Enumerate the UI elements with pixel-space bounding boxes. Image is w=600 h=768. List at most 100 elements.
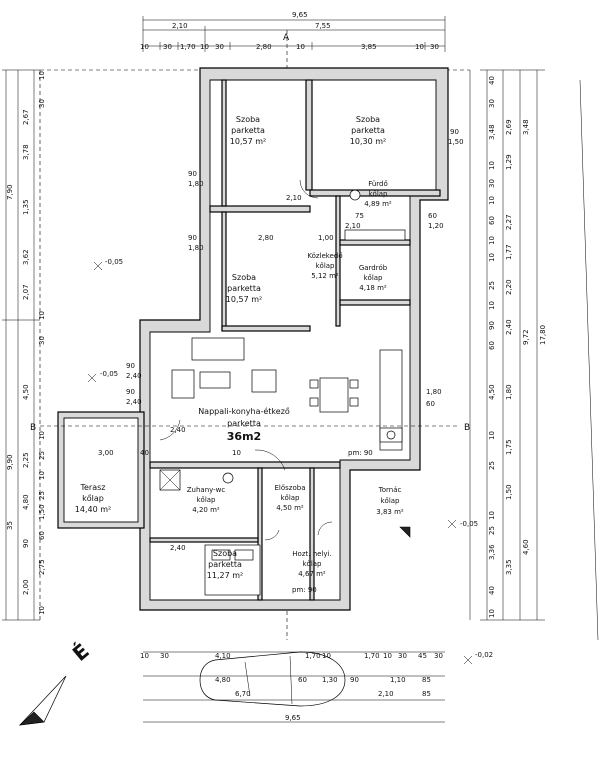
- toilet-bath: [349, 189, 361, 201]
- room-12-area: 4,67 m²: [298, 570, 326, 578]
- opening-180-a: 1,80: [188, 180, 204, 188]
- dim-right-inner-2: 2,27: [505, 214, 513, 230]
- dim-top-r2-5: 2,80: [256, 43, 272, 51]
- north-label: É: [68, 639, 94, 666]
- level-mark-3: -0,05: [460, 520, 478, 528]
- dim-right-inner-0: 2,69: [505, 119, 513, 135]
- dim-top-r2-6: 10: [296, 43, 305, 51]
- room-8-name: Zuhany-wc: [187, 486, 226, 494]
- dim-right-inner-6: 1,80: [505, 384, 513, 400]
- dim-right-small-5: 60: [488, 216, 496, 225]
- opening-labels: 90 1,80 90 1,80 2,80 2,10 75 2,10 1,00 6…: [98, 128, 464, 594]
- dim-right-small-2: 10: [488, 161, 496, 170]
- dim-right-inner-8: 4,50: [488, 384, 496, 400]
- dim-left-inner-3: 30: [38, 336, 46, 345]
- dim-bottom-total: 9,65: [285, 714, 301, 722]
- level-mark-2: -0,05: [100, 370, 118, 378]
- dim-right-inner-9: 1,50: [505, 484, 513, 500]
- dim-right-small-8: 25: [488, 281, 496, 290]
- dim-right-mid-2: 4,60: [522, 539, 530, 555]
- dim-left-mid-2: 1,35: [22, 199, 30, 215]
- room-10-name: Tornác: [378, 486, 402, 494]
- dim-right-small-4: 10: [488, 196, 496, 205]
- dim-left-inner-8: 1,50: [38, 504, 46, 520]
- room-4-name: Közlekedő: [307, 251, 342, 260]
- room-11-name: Szoba: [213, 549, 237, 558]
- dim-top-r2-7: 3,85: [361, 43, 377, 51]
- dim-left-mid-6: 2,25: [22, 452, 30, 468]
- opening-240-c: 2,40: [170, 426, 186, 434]
- opening-120-a: 1,20: [428, 222, 444, 230]
- dim-left-mid-5: 4,50: [22, 384, 30, 400]
- dim-bottom-r3-0: 6,70: [235, 690, 251, 698]
- kitchen-counter: [379, 349, 403, 451]
- dim-left-inner-9: 60: [38, 531, 46, 540]
- room-1-name: Szoba: [356, 115, 380, 124]
- dim-top-r2-2: 1,70: [180, 43, 196, 51]
- dim-left-mid-8: 35: [6, 521, 14, 530]
- room-9-name: Előszoba: [275, 483, 306, 492]
- room-7-name: Terasz: [79, 483, 105, 492]
- room-1-area: 10,30 m²: [350, 137, 386, 146]
- armchair: [171, 369, 195, 399]
- dim-left-inner-0: 10: [38, 71, 46, 80]
- room-5-name: Gardrób: [359, 264, 388, 272]
- dim-right-inner-10: 3,35: [505, 559, 513, 575]
- dim-right-inner-12: 3,36: [488, 544, 496, 560]
- room-0-floor: parketta: [231, 126, 265, 135]
- opening-90-e: 90: [126, 388, 135, 396]
- room-8-area: 4,20 m²: [192, 506, 220, 514]
- dim-left-inner-12: 10: [38, 606, 46, 615]
- dim-right-small-12: 10: [488, 431, 496, 440]
- dim-left-mid-7: 4,80: [22, 494, 30, 510]
- dining-table: [319, 377, 349, 413]
- dim-left-inner-4: 10: [38, 431, 46, 440]
- dim-bottom-r2-3: 90: [350, 676, 359, 684]
- dim-bottom-3: 1,70: [305, 652, 321, 660]
- dim-bottom-r2-2: 1,30: [322, 676, 338, 684]
- dim-top-r2-8: 10: [415, 43, 424, 51]
- sofa: [191, 337, 245, 361]
- dim-left-inner-11: 2,75: [38, 559, 46, 575]
- opening-90-a: 90: [188, 170, 197, 178]
- dim-bottom-r3-2: 85: [422, 690, 431, 698]
- opening-240-b: 2,40: [126, 398, 142, 406]
- dim-right-small-1: 30: [488, 99, 496, 108]
- dim-right-inner-4: 2,20: [505, 279, 513, 295]
- dim-top-r2-4: 30: [215, 43, 224, 51]
- opening-280: 2,80: [258, 234, 274, 242]
- room-3-floor: parketta: [227, 284, 261, 293]
- room-2-name: Fürdő: [368, 179, 388, 188]
- dim-bottom-0: 10: [140, 652, 149, 660]
- dim-right-small-11: 60: [488, 341, 496, 350]
- dim-right-small-3: 30: [488, 179, 496, 188]
- coffee-table: [199, 371, 231, 389]
- top-dimension-lines: 9,65 2,10 7,55 10 30 1,70 10 30 2,80 10 …: [140, 11, 446, 52]
- level-marks: -0,05 -0,05 -0,05 -0,02: [87, 258, 493, 665]
- building-walls: [57, 67, 449, 611]
- dim-left-outer-1: 9,90: [6, 454, 14, 470]
- dim-top-right: 7,55: [315, 22, 331, 30]
- opening-180-b: 1,80: [188, 244, 204, 252]
- toilet-wc: [222, 472, 234, 484]
- dim-bottom-1: 30: [160, 652, 169, 660]
- opening-60-b: 60: [426, 400, 435, 408]
- north-arrow: É: [19, 639, 94, 726]
- dim-bottom-r2-5: 85: [422, 676, 431, 684]
- room-3-name: Szoba: [232, 273, 256, 282]
- dim-right-small-16: 40: [488, 586, 496, 595]
- dim-top-r2-0: 10: [140, 43, 149, 51]
- dim-left-inner-7: 25: [38, 491, 46, 500]
- room-12-name: Hozt. helyi.: [292, 550, 331, 558]
- opening-10: 10: [232, 449, 241, 457]
- dim-top-r2-1: 30: [163, 43, 172, 51]
- dim-right-inner-5: 2,40: [505, 319, 513, 335]
- opening-210-a: 2,10: [286, 194, 302, 202]
- room-9-floor: kőlap: [280, 493, 300, 502]
- dim-bottom-7: 30: [398, 652, 407, 660]
- room-4-area: 5,12 m²: [311, 272, 339, 280]
- dim-top-r2-3: 10: [200, 43, 209, 51]
- opening-75: 75: [355, 212, 364, 220]
- dim-top-total: 9,65: [292, 11, 308, 19]
